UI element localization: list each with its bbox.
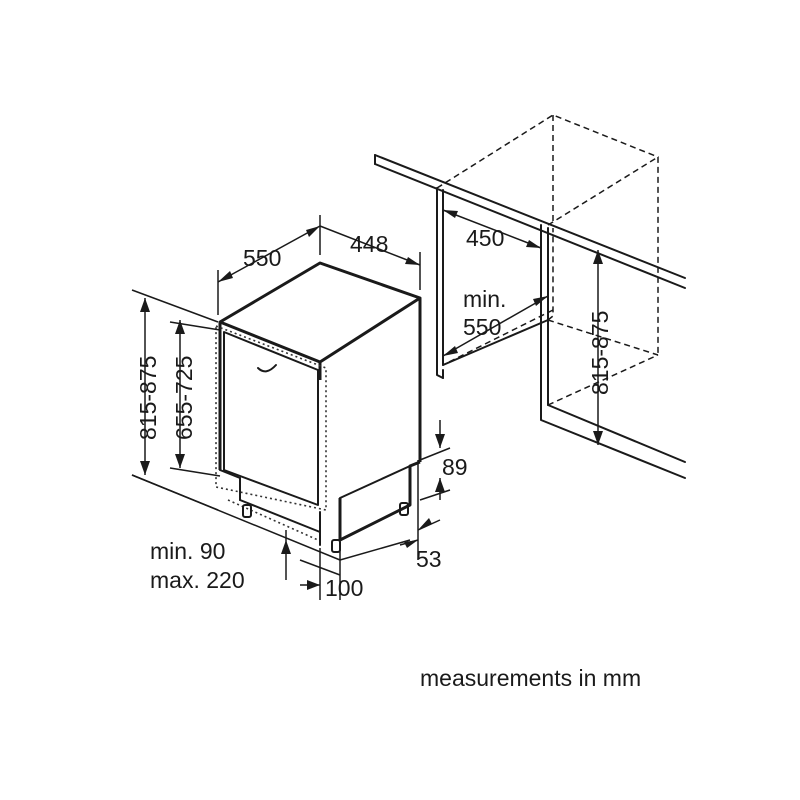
label-width-appliance: 448 [350, 231, 388, 257]
label-plinth-max: max. 220 [150, 567, 245, 593]
label-depth-niche-line2: 550 [463, 314, 501, 340]
dimension-labels: 550 448 450 min. 550 815-875 655-725 815… [135, 225, 613, 601]
label-width-niche: 450 [466, 225, 504, 251]
label-height-niche-right: 815-875 [587, 311, 613, 395]
label-depth-appliance: 550 [243, 245, 281, 271]
upper-cabinet-dashed [436, 114, 659, 406]
units-note: measurements in mm [420, 665, 641, 691]
label-height-door: 655-725 [171, 356, 197, 440]
countertop-cabinet [374, 154, 686, 479]
label-plinth-min: min. 90 [150, 538, 225, 564]
label-plinth-height: 89 [442, 454, 468, 480]
label-plinth-gap: 53 [416, 546, 442, 572]
label-depth-niche-line1: min. [463, 286, 506, 312]
label-height-niche-left: 815-875 [135, 356, 161, 440]
dishwasher-body [215, 261, 422, 553]
label-plinth-depth: 100 [325, 575, 363, 601]
dimension-lines [131, 209, 603, 600]
